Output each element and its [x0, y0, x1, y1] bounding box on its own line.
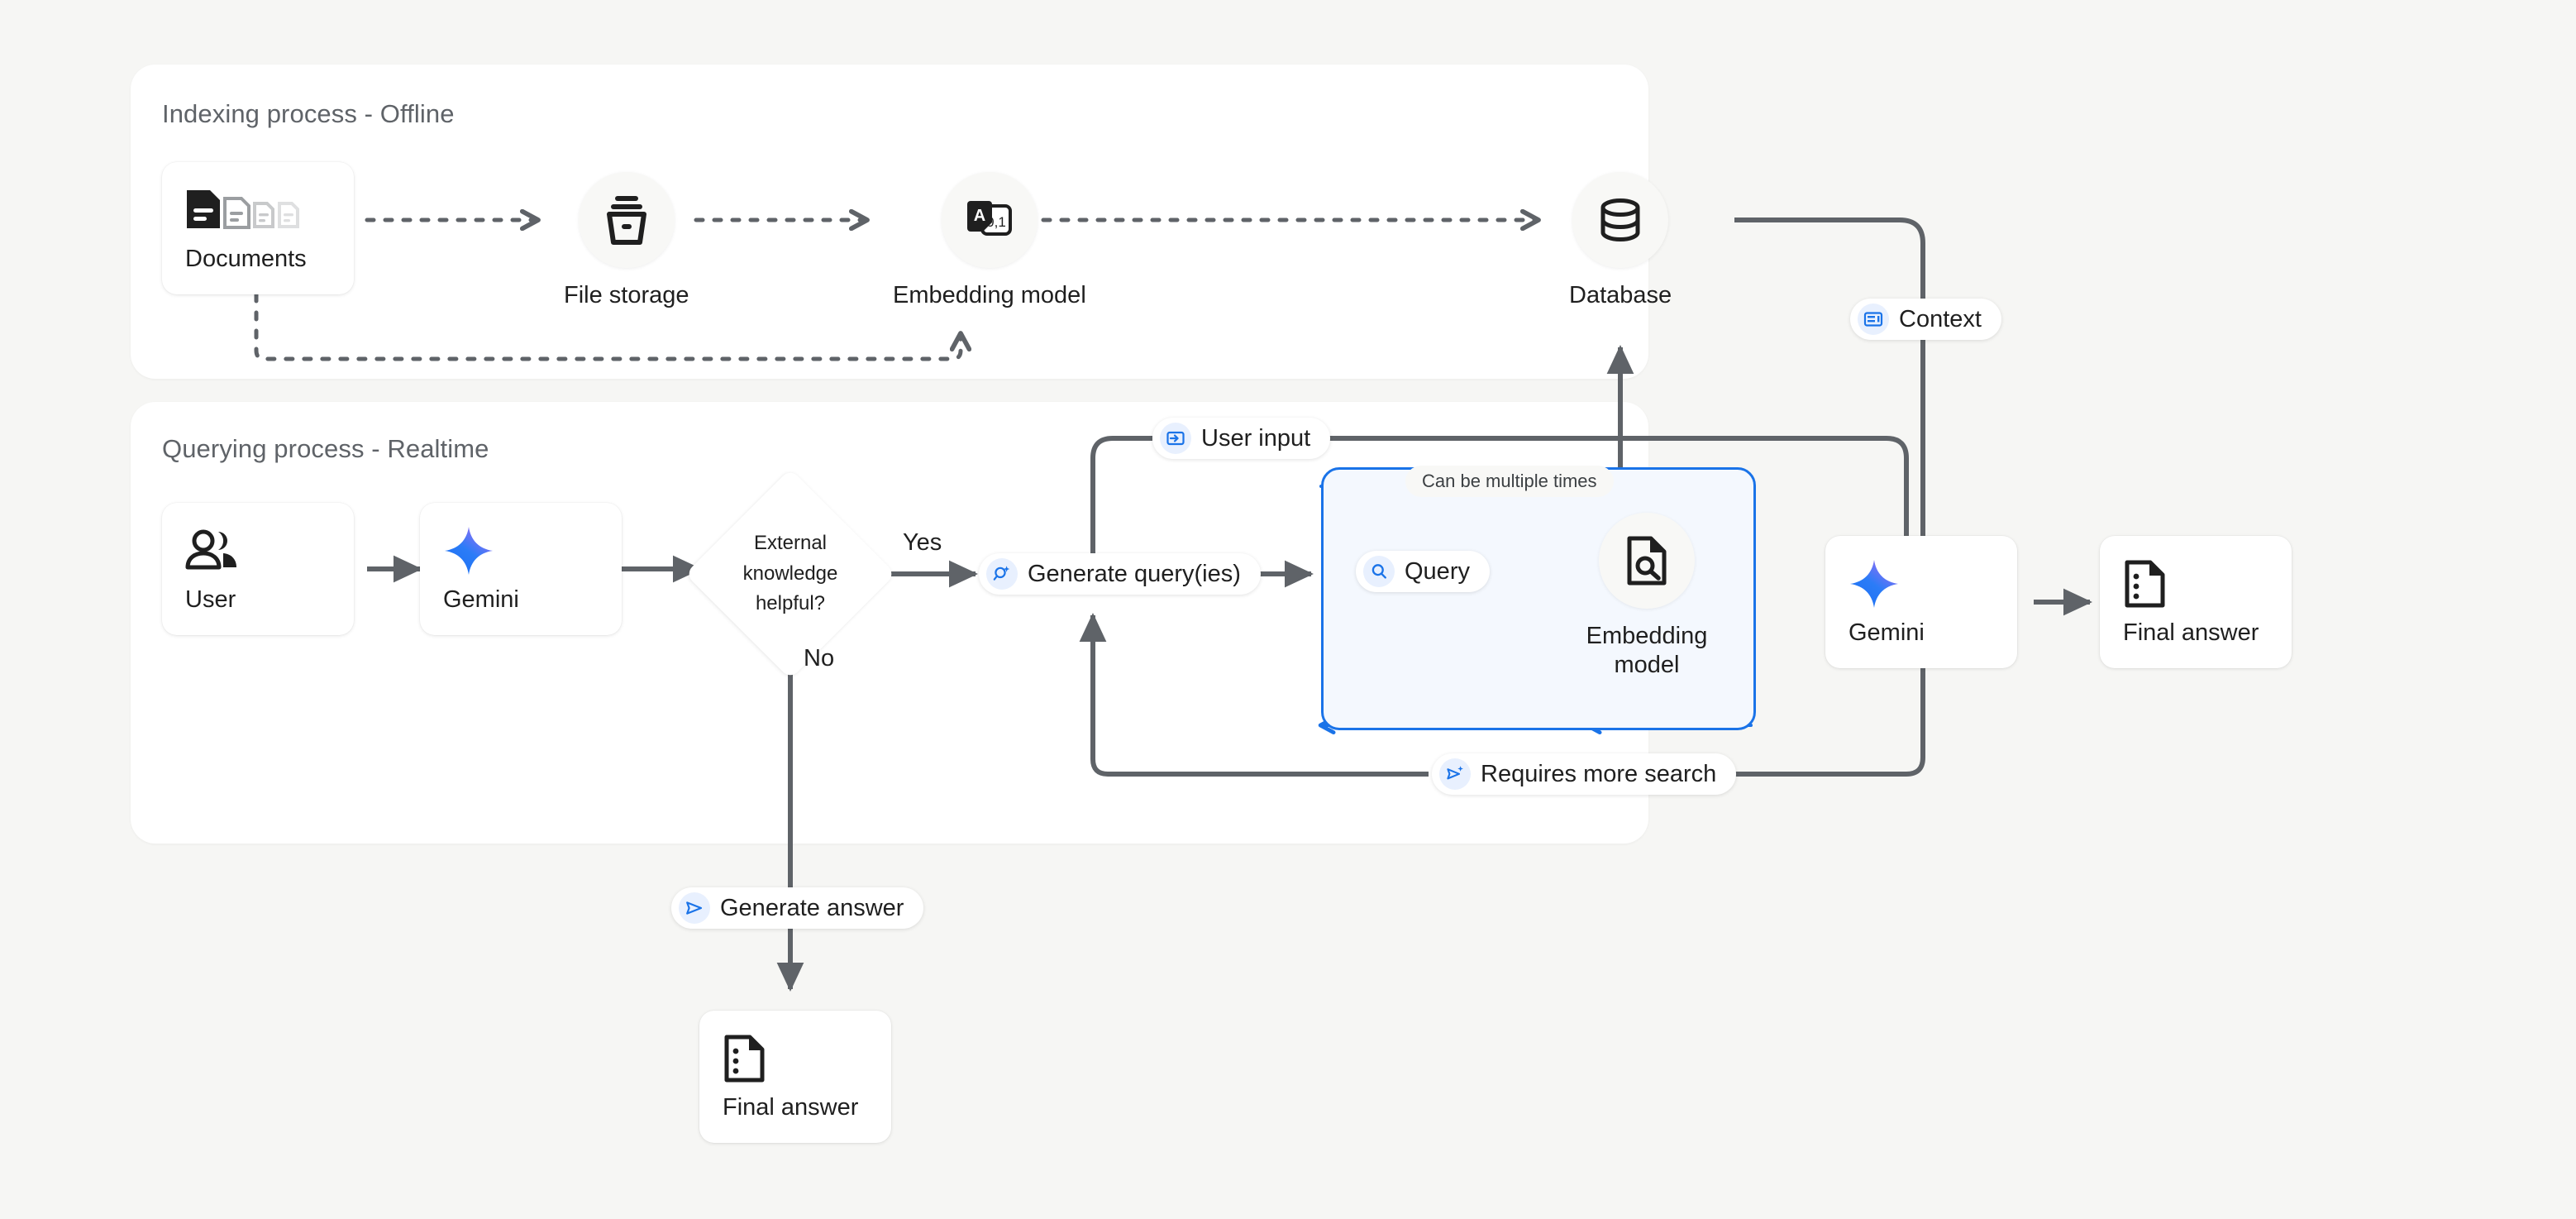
database-icon	[1572, 172, 1669, 268]
badge-context-label: Context	[1899, 305, 1982, 332]
node-database[interactable]: Database	[1569, 172, 1672, 310]
send-icon	[679, 892, 710, 924]
node-embedding-model-indexing[interactable]: 0,1 A Embedding model	[893, 172, 1086, 310]
final-answer-icon	[2123, 558, 2292, 610]
node-documents-label: Documents	[185, 245, 307, 272]
input-arrow-icon	[1160, 423, 1191, 454]
badge-generate-answer-label: Generate answer	[720, 894, 904, 921]
node-final-answer-bottom-label: Final answer	[723, 1093, 859, 1121]
label-can-be-multiple-times: Can be multiple times	[1405, 466, 1614, 497]
node-embedding-model-query-label: Embedding model	[1586, 623, 1708, 679]
node-gemini-answer-label: Gemini	[1849, 619, 1925, 646]
documents-icon	[185, 184, 354, 236]
badge-query[interactable]: Query	[1356, 551, 1490, 592]
user-group-icon	[185, 525, 354, 576]
badge-context[interactable]: Context	[1850, 299, 2001, 340]
node-user[interactable]: User	[162, 503, 354, 635]
node-user-label: User	[185, 586, 236, 613]
decision-line-1: External	[753, 532, 828, 555]
search-icon	[1363, 556, 1395, 587]
decision-line-2: knowledge	[742, 562, 838, 585]
node-embedding-model-query[interactable]: Embedding model	[1572, 513, 1721, 681]
indexing-panel-title: Indexing process - Offline	[162, 99, 455, 128]
badge-user-input[interactable]: User input	[1152, 418, 1331, 459]
node-final-answer-right-label: Final answer	[2123, 619, 2259, 646]
badge-generate-answer[interactable]: Generate answer	[671, 887, 924, 929]
gemini-sparkle-icon	[1849, 558, 2017, 610]
send-sparkle-icon	[1439, 758, 1471, 790]
querying-panel-title: Querying process - Realtime	[162, 434, 489, 463]
svg-text:A: A	[974, 207, 985, 225]
decision-external-knowledge[interactable]: External knowledge helpful?	[685, 468, 896, 680]
final-answer-icon	[723, 1033, 891, 1084]
badge-requires-more-search[interactable]: Requires more search	[1432, 753, 1737, 795]
node-final-answer-bottom[interactable]: Final answer	[699, 1011, 891, 1143]
edge-label-yes: Yes	[903, 529, 942, 556]
node-file-storage-label: File storage	[564, 282, 689, 308]
retrieval-loop-box	[1321, 467, 1756, 730]
node-database-label: Database	[1569, 282, 1672, 308]
file-storage-icon	[578, 172, 675, 268]
document-search-icon	[1599, 513, 1695, 609]
badge-query-label: Query	[1405, 557, 1470, 585]
node-documents[interactable]: Documents	[162, 162, 354, 294]
node-file-storage[interactable]: File storage	[564, 172, 689, 310]
badge-requires-more-search-label: Requires more search	[1481, 760, 1717, 787]
decision-line-3: helpful?	[755, 592, 826, 615]
badge-generate-queries[interactable]: Generate query(ies)	[979, 553, 1261, 595]
badge-generate-queries-label: Generate query(ies)	[1028, 560, 1241, 587]
node-final-answer-right[interactable]: Final answer	[2100, 536, 2292, 668]
embedding-model-icon: 0,1 A	[941, 172, 1038, 268]
badge-user-input-label: User input	[1201, 424, 1311, 452]
node-gemini-answer[interactable]: Gemini	[1825, 536, 2017, 668]
edge-label-no: No	[804, 645, 835, 672]
search-sparkle-icon	[986, 558, 1018, 590]
node-gemini[interactable]: Gemini	[420, 503, 622, 635]
node-embedding-model-indexing-label: Embedding model	[893, 282, 1086, 308]
node-gemini-label: Gemini	[443, 586, 519, 613]
context-card-icon	[1858, 304, 1889, 335]
gemini-sparkle-icon	[443, 525, 622, 576]
